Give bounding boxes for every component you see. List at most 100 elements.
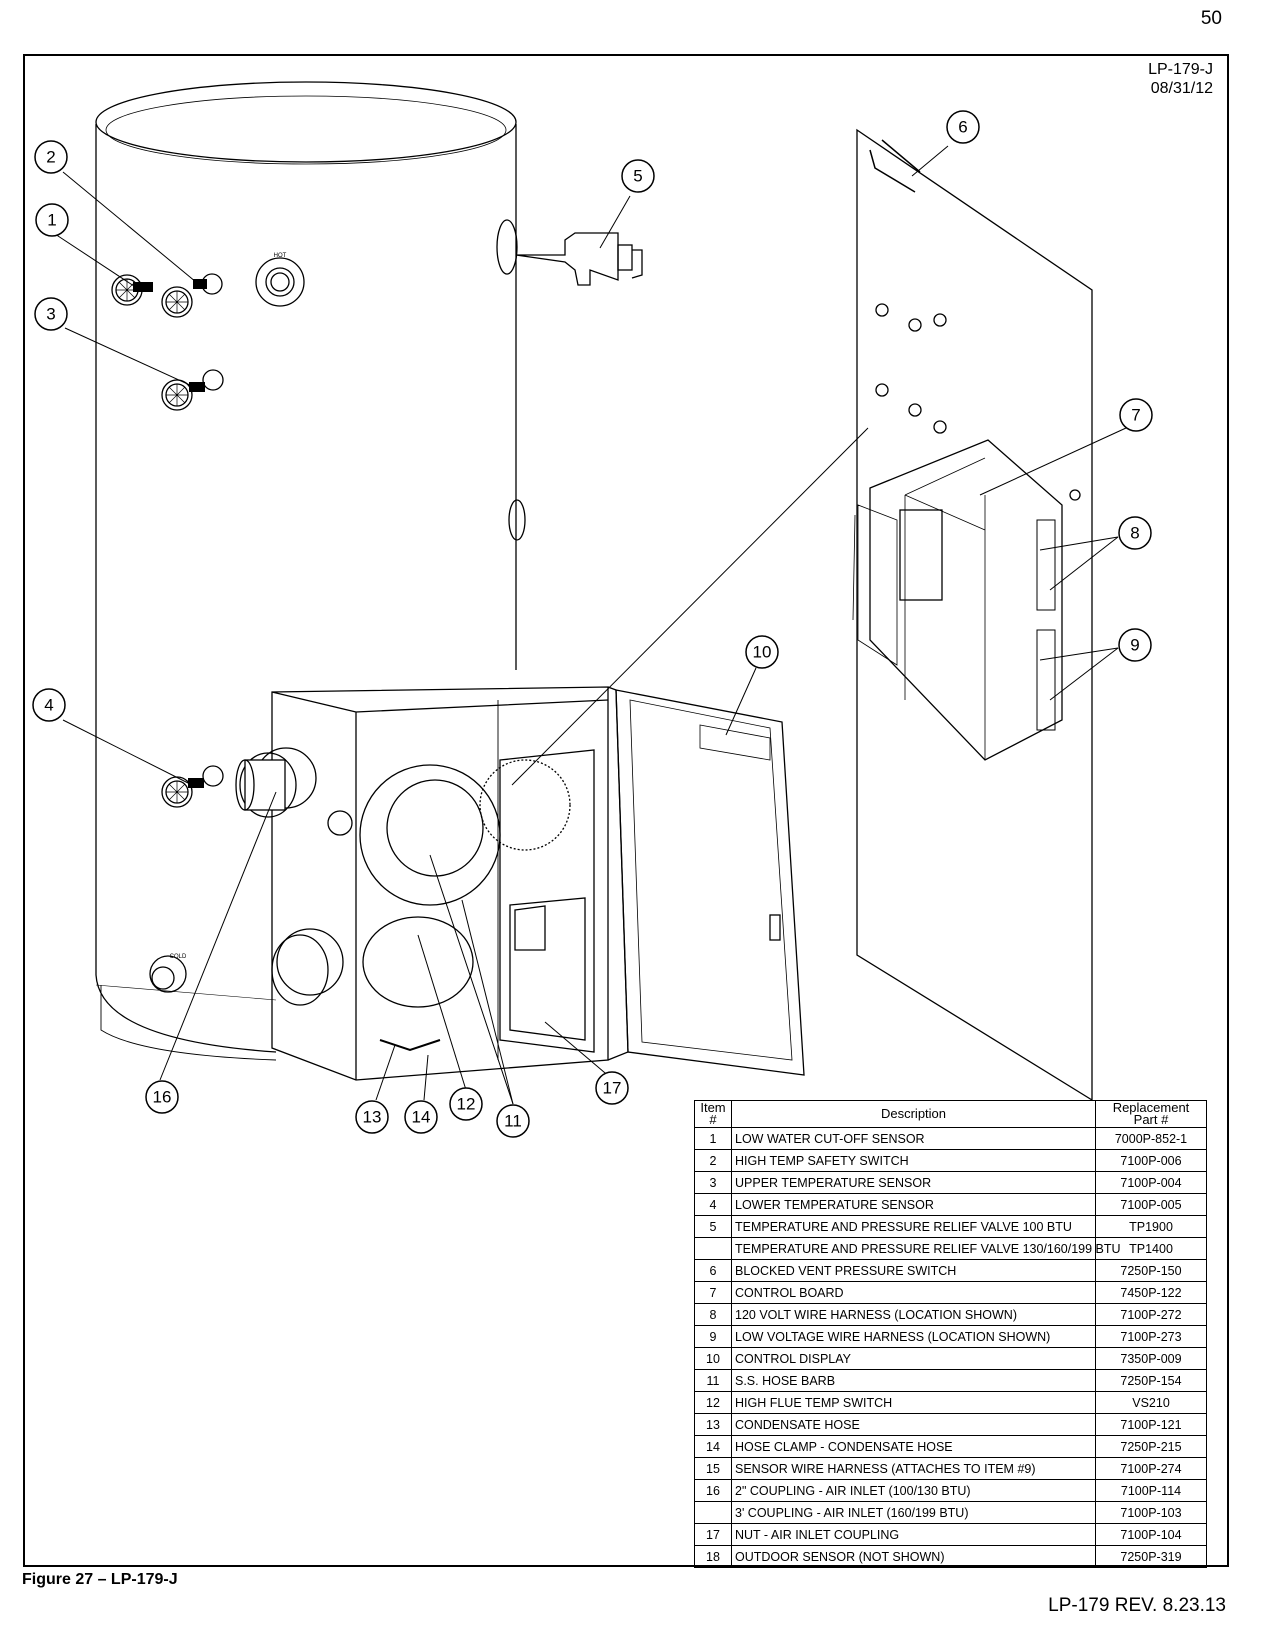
cold-label: COLD (170, 954, 187, 960)
callout-16: 16 (145, 1080, 179, 1114)
svg-text:7: 7 (1131, 406, 1140, 425)
part-cell: 7100P-114 (1095, 1479, 1207, 1502)
part-cell: 7100P-273 (1095, 1325, 1207, 1348)
item-cell: 11 (694, 1369, 732, 1392)
item-cell: 4 (694, 1193, 732, 1216)
part-cell: 7250P-154 (1095, 1369, 1207, 1392)
callout-4: 4 (32, 688, 66, 722)
part-cell: 7250P-319 (1095, 1545, 1207, 1568)
cabinet-control-board (499, 749, 595, 1053)
callout-10: 10 (745, 635, 779, 669)
callout-5: 5 (621, 159, 655, 193)
item-cell: 3 (694, 1171, 732, 1194)
description-cell: TEMPERATURE AND PRESSURE RELIEF VALVE 13… (731, 1237, 1121, 1260)
description-cell: LOW WATER CUT-OFF SENSOR (731, 1127, 1096, 1150)
part-cell: 7100P-006 (1095, 1149, 1207, 1172)
description-cell: CONTROL BOARD (731, 1281, 1096, 1304)
item-cell: 14 (694, 1435, 732, 1458)
callout-9: 9 (1118, 628, 1152, 662)
item-cell: 16 (694, 1479, 732, 1502)
cold-port: COLD (149, 954, 187, 993)
callout-14: 14 (404, 1100, 438, 1134)
callout-3: 3 (34, 297, 68, 331)
item-cell (694, 1501, 732, 1524)
cabinet-door (607, 686, 805, 1076)
header-part: Replacement Part # (1095, 1100, 1207, 1128)
table-row: 3' COUPLING - AIR INLET (160/199 BTU)710… (694, 1501, 1207, 1524)
description-cell: HOSE CLAMP - CONDENSATE HOSE (731, 1435, 1096, 1458)
part-cell: 7000P-852-1 (1095, 1127, 1207, 1150)
svg-text:1: 1 (47, 211, 56, 230)
page-number: 50 (1200, 8, 1222, 29)
item-cell: 2 (694, 1149, 732, 1172)
callout-6: 6 (946, 110, 980, 144)
svg-text:9: 9 (1130, 636, 1139, 655)
description-cell: BLOCKED VENT PRESSURE SWITCH (731, 1259, 1096, 1282)
description-cell: SENSOR WIRE HARNESS (ATTACHES TO ITEM #9… (731, 1457, 1096, 1480)
part-cell: 7100P-272 (1095, 1303, 1207, 1326)
item-cell: 9 (694, 1325, 732, 1348)
part-cell: 7100P-004 (1095, 1171, 1207, 1194)
item-cell: 10 (694, 1347, 732, 1370)
item-cell: 18 (694, 1545, 732, 1568)
description-cell: CONTROL DISPLAY (731, 1347, 1096, 1370)
part-cell: TP1900 (1095, 1215, 1207, 1238)
callout-13: 13 (355, 1100, 389, 1134)
part-cell: VS210 (1095, 1391, 1207, 1414)
drawing-id-block: LP-179-J 08/31/12 (1148, 60, 1213, 98)
control-cabinet (235, 686, 609, 1081)
callout-12: 12 (449, 1087, 483, 1121)
svg-text:2: 2 (46, 148, 55, 167)
hot-port: HOT (255, 253, 305, 307)
svg-text:14: 14 (412, 1108, 431, 1127)
svg-text:17: 17 (603, 1079, 622, 1098)
svg-text:4: 4 (44, 696, 53, 715)
svg-text:16: 16 (153, 1088, 172, 1107)
svg-text:11: 11 (504, 1112, 522, 1131)
svg-text:12: 12 (457, 1095, 476, 1114)
item-cell: 8 (694, 1303, 732, 1326)
part-cell: 7450P-122 (1095, 1281, 1207, 1304)
part-cell: 7100P-103 (1095, 1501, 1207, 1524)
description-cell: UPPER TEMPERATURE SENSOR (731, 1171, 1096, 1194)
item-cell: 1 (694, 1127, 732, 1150)
exploded-control-board (852, 128, 1093, 1102)
header-item: Item # (694, 1100, 732, 1128)
description-cell: LOW VOLTAGE WIRE HARNESS (LOCATION SHOWN… (731, 1325, 1096, 1348)
drawing-frame: LP-179-J 08/31/12 (23, 54, 1229, 1567)
item-cell: 6 (694, 1259, 732, 1282)
description-cell: 2" COUPLING - AIR INLET (100/130 BTU) (731, 1479, 1096, 1502)
description-cell: HIGH FLUE TEMP SWITCH (731, 1391, 1096, 1414)
svg-text:8: 8 (1130, 524, 1139, 543)
description-cell: OUTDOOR SENSOR (NOT SHOWN) (731, 1545, 1096, 1568)
description-cell: CONDENSATE HOSE (731, 1413, 1096, 1436)
page-footer: LP-179 REV. 8.23.13 (1048, 1595, 1226, 1616)
description-cell: HIGH TEMP SAFETY SWITCH (731, 1149, 1096, 1172)
part-cell: 7100P-005 (1095, 1193, 1207, 1216)
leader-lines (54, 145, 1127, 1105)
description-cell: NUT - AIR INLET COUPLING (731, 1523, 1096, 1546)
callout-8: 8 (1118, 516, 1152, 550)
description-cell: S.S. HOSE BARB (731, 1369, 1096, 1392)
item-cell (694, 1237, 732, 1260)
table-row: TEMPERATURE AND PRESSURE RELIEF VALVE 13… (694, 1237, 1207, 1260)
part-cell: 7250P-150 (1095, 1259, 1207, 1282)
part-cell: 7350P-009 (1095, 1347, 1207, 1370)
callout-17: 17 (595, 1071, 629, 1105)
header-description: Description (731, 1100, 1096, 1128)
figure-caption: Figure 27 – LP-179-J (22, 1571, 178, 1588)
relief-valve (496, 219, 643, 541)
svg-text:13: 13 (363, 1108, 382, 1127)
